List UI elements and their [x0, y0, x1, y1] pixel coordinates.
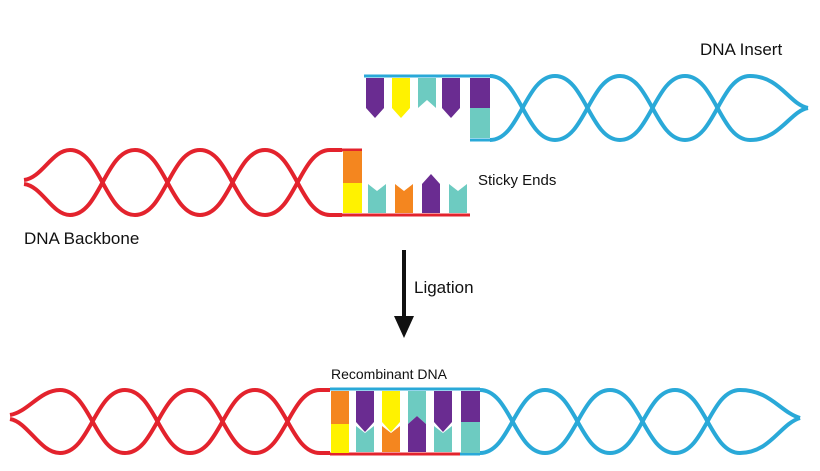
junction-col-5-top — [434, 391, 452, 432]
backbone-base-3 — [395, 184, 413, 213]
junction-col-3-top — [382, 391, 400, 432]
backbone-base-1-bottom — [343, 183, 362, 213]
sticky-ends-label: Sticky Ends — [478, 172, 557, 189]
junction-col-4-bottom — [408, 416, 426, 452]
backbone-base-2 — [368, 184, 386, 213]
dna-backbone-label: DNA Backbone — [24, 229, 140, 248]
dna-insert-label: DNA Insert — [700, 40, 783, 59]
ligation-label: Ligation — [414, 278, 474, 297]
junction-col-2-bottom — [356, 426, 374, 452]
junction-col-6-top — [461, 391, 480, 422]
backbone-base-4 — [422, 174, 440, 213]
insert-strand-b — [489, 73, 809, 143]
junction-col-1-top — [331, 391, 349, 424]
junction-col-4-top — [408, 391, 426, 424]
backbone-strand-a — [23, 147, 342, 218]
ligation-arrow — [394, 250, 414, 338]
insert-base-5-bottom — [470, 108, 490, 138]
recombinant-blue-helix — [479, 387, 801, 456]
recombinant-red-strand-a — [9, 387, 330, 456]
junction-col-6-bottom — [461, 422, 480, 453]
junction-col-3-bottom — [382, 426, 400, 452]
insert-base-4 — [442, 78, 460, 118]
recombinant-red-helix — [9, 387, 330, 456]
insert-base-1 — [366, 78, 384, 118]
recombinant-red-strand-b — [9, 387, 330, 456]
recombinant-junction — [330, 387, 480, 456]
backbone-strand-b — [23, 147, 342, 218]
insert-base-3 — [418, 78, 436, 108]
recombinant-blue-strand-b — [479, 387, 801, 456]
junction-col-1-bottom — [331, 424, 349, 453]
insert-base-2 — [392, 78, 410, 118]
backbone-base-1-top — [343, 151, 362, 183]
dna-backbone-helix — [23, 147, 342, 218]
recombinant-dna-label: Recombinant DNA — [331, 366, 447, 382]
backbone-sticky-end — [342, 148, 470, 217]
ligation-arrow-head — [394, 316, 414, 338]
backbone-base-5 — [449, 184, 467, 213]
insert-strand-a — [489, 73, 809, 143]
insert-sticky-end — [364, 74, 490, 142]
insert-base-5-top — [470, 78, 490, 108]
junction-col-5-bottom — [434, 426, 452, 452]
dna-insert-helix — [489, 73, 809, 143]
recombinant-blue-strand-a — [479, 387, 801, 456]
junction-col-2-top — [356, 391, 374, 432]
